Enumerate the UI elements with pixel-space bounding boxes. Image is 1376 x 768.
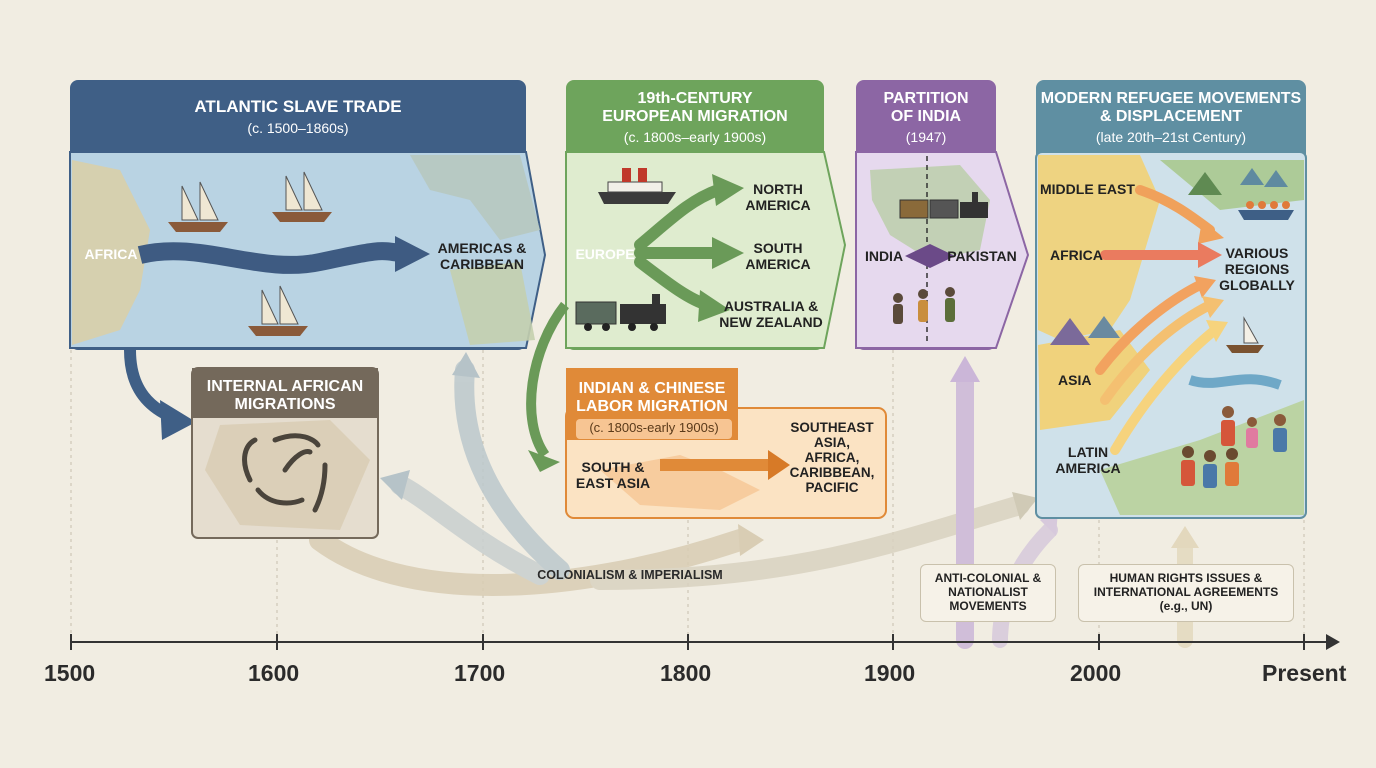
panel-refugee	[1035, 80, 1307, 519]
european-title: 19th-CENTURY EUROPEAN MIGRATION	[602, 90, 788, 126]
refugee-origin-latin-america: LATIN AMERICA	[1055, 444, 1121, 477]
panel-slave-trade	[69, 80, 547, 350]
internal-african-title: INTERNAL AFRICAN MIGRATIONS	[206, 378, 364, 414]
tick-2000: 2000	[1070, 660, 1122, 686]
slave-trade-origin: AFRICA	[84, 246, 138, 262]
tick-1600: 1600	[248, 660, 300, 686]
european-destination-north-america: NORTH AMERICA	[745, 181, 811, 214]
refugee-date: (late 20th–21st Century)	[1095, 129, 1247, 145]
slave-trade-date: (c. 1500–1860s)	[247, 120, 349, 136]
steamship-icon	[598, 168, 676, 204]
panel-european	[565, 80, 847, 350]
tick-1500: 1500	[44, 660, 96, 686]
panel-partition	[855, 80, 1030, 350]
tick-present: Present	[1262, 660, 1347, 686]
human-rights-box: HUMAN RIGHTS ISSUES & INTERNATIONAL AGRE…	[1078, 564, 1294, 622]
labor-title: INDIAN & CHINESE LABOR MIGRATION	[576, 380, 728, 416]
refugee-origin-middle-east: MIDDLE EAST	[1040, 181, 1135, 197]
sailing-ship-icon	[272, 171, 332, 222]
refugee-destination: VARIOUS REGIONS GLOBALLY	[1219, 245, 1295, 294]
partition-date: (1947)	[905, 129, 947, 145]
train-icon	[899, 192, 988, 219]
european-destination-australia: AUSTRALIA & NEW ZEALAND	[719, 298, 823, 331]
boat-icon	[1226, 201, 1294, 353]
tick-1700: 1700	[454, 660, 506, 686]
partition-india: INDIA	[864, 248, 904, 264]
sailing-ship-icon	[168, 181, 228, 232]
timeline-guides	[70, 350, 1305, 642]
timeline-axis	[70, 634, 1340, 650]
panel-internal-african	[191, 367, 379, 539]
refugee-origin-asia: ASIA	[1058, 372, 1092, 388]
colonialism-label: COLONIALISM & IMPERIALISM	[537, 568, 723, 582]
slave-trade-destination: AMERICAS & CARIBBEAN	[437, 240, 527, 273]
colonialism-arrowheads	[380, 352, 1199, 556]
european-date: (c. 1800s–early 1900s)	[623, 129, 767, 145]
slave-trade-title: ATLANTIC SLAVE TRADE	[194, 97, 402, 116]
partition-pakistan: PAKISTAN	[947, 248, 1017, 264]
people-icon	[1181, 406, 1287, 488]
european-origin: EUROPE	[575, 246, 635, 262]
labor-date: (c. 1800s-early 1900s)	[589, 420, 719, 435]
refugee-title: MODERN REFUGEE MOVEMENTS & DISPLACEMENT	[1040, 90, 1302, 126]
walking-people-icon	[893, 287, 955, 324]
tick-1900: 1900	[864, 660, 916, 686]
european-destination-south-america: SOUTH AMERICA	[745, 240, 811, 273]
train-icon	[575, 294, 666, 331]
partition-title: PARTITION OF INDIA	[883, 90, 969, 126]
european-to-labor-arrow	[526, 301, 569, 458]
panel-labor	[565, 368, 887, 519]
refugee-origin-africa: AFRICA	[1050, 247, 1103, 263]
labor-destination: SOUTHEAST ASIA, AFRICA, CARIBBEAN, PACIF…	[789, 420, 875, 496]
anti-colonial-box: ANTI-COLONIAL & NATIONALIST MOVEMENTS	[920, 564, 1056, 622]
sailing-ship-icon	[248, 285, 308, 336]
labor-origin: SOUTH & EAST ASIA	[575, 459, 651, 492]
tent-icon	[1050, 168, 1288, 345]
tick-1800: 1800	[660, 660, 712, 686]
